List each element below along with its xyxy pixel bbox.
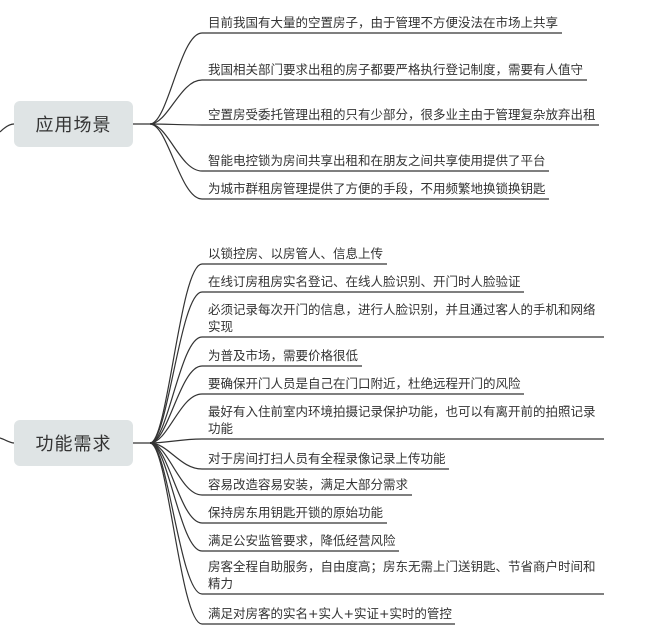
leaf-app-4[interactable]: 为城市群租房管理提供了方便的手段，不用频繁地换锁换钥匙 <box>208 181 546 196</box>
leaf-func-5[interactable]: 最好有入住前室内环境拍摄记录保护功能，也可以有离开前的拍照记录功能 <box>208 404 596 436</box>
connector-func-6 <box>149 442 449 470</box>
incoming-connector <box>0 437 15 444</box>
connector-func-4 <box>149 393 524 444</box>
leaf-func-3[interactable]: 为普及市场，需要价格很低 <box>208 348 359 363</box>
connector-app-0 <box>149 32 562 125</box>
leaf-func-0[interactable]: 以锁控房、以房管人、信息上传 <box>208 246 384 261</box>
connector-app-4 <box>149 123 549 200</box>
connector-func-5 <box>149 438 604 444</box>
connector-func-9 <box>149 442 399 552</box>
connector-app-1 <box>149 79 587 125</box>
leaf-func-2[interactable]: 必须记录每次开门的信息，进行人脸识别，并且通过客人的手机和网络实现 <box>208 302 596 334</box>
connector-func-2 <box>149 336 604 444</box>
connector-app-3 <box>149 123 549 172</box>
leaf-func-4[interactable]: 要确保开门人员是自己在门口附近，杜绝远程开门的风险 <box>208 376 521 391</box>
branch-node-application-scenarios[interactable]: 应用场景 <box>14 101 133 147</box>
leaf-func-8[interactable]: 保持房东用钥匙开锁的原始功能 <box>208 505 384 520</box>
branch-node-functional-requirements[interactable]: 功能需求 <box>14 420 133 466</box>
leaf-func-10[interactable]: 房客全程自助服务，自由度高；房东无需上门送钥匙、节省商户时间和精力 <box>208 559 596 591</box>
incoming-connector <box>0 123 15 133</box>
leaf-app-1[interactable]: 我国相关部门要求出租的房子都要严格执行登记制度，需要有人值守 <box>208 62 584 77</box>
leaf-func-1[interactable]: 在线订房租房实名登记、在线人脸识别、开门时人脸验证 <box>208 274 521 289</box>
leaf-app-2[interactable]: 空置房受委托管理出租的只有少部分，很多业主由于管理复杂放弃出租 <box>208 107 596 122</box>
connector-func-1 <box>149 291 524 444</box>
leaf-app-3[interactable]: 智能电控锁为房间共享出租和在朋友之间共享使用提供了平台 <box>208 153 546 168</box>
connector-app-2 <box>149 123 599 126</box>
leaf-func-9[interactable]: 满足公安监管要求，降低经营风险 <box>208 533 396 548</box>
connector-func-7 <box>149 442 412 496</box>
leaf-func-7[interactable]: 容易改造容易安装，满足大部分需求 <box>208 477 409 492</box>
leaf-func-11[interactable]: 满足对房客的实名+实人+实证+实时的管控 <box>208 606 452 621</box>
leaf-func-6[interactable]: 对于房间打扫人员有全程录像记录上传功能 <box>208 451 446 466</box>
connector-func-3 <box>149 365 362 444</box>
connector-func-11 <box>149 442 455 625</box>
leaf-app-0[interactable]: 目前我国有大量的空置房子，由于管理不方便没法在市场上共享 <box>208 15 559 30</box>
